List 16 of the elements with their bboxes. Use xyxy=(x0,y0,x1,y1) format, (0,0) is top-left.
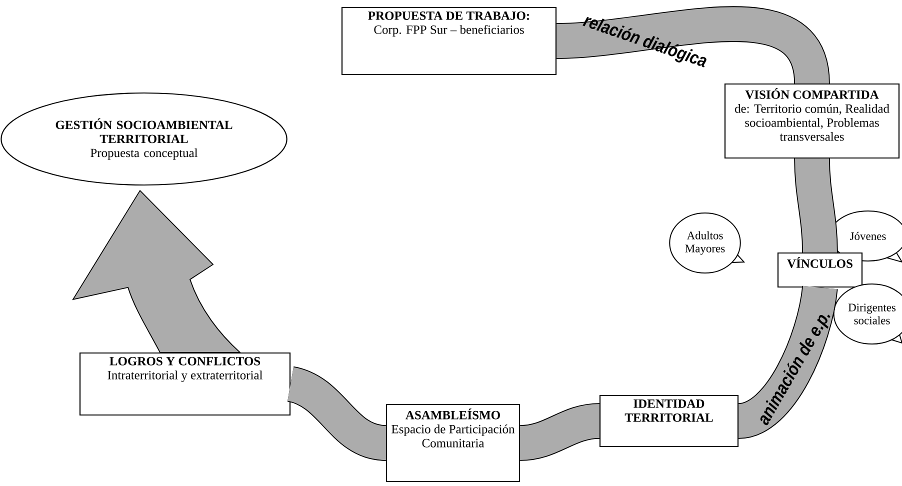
band-connector xyxy=(736,285,838,439)
process-box: PROPUESTA DE TRABAJO: Corp. FPP Sur – beneficiarios xyxy=(341,6,557,76)
node-label: Dirigentes sociales xyxy=(848,304,896,324)
process-box: ASAMBLEÍSMO Espacio de Participación Comunitaria xyxy=(386,404,520,482)
process-box: LOGROS Y CONFLICTOS Intraterritorial y extraterritorial xyxy=(79,352,291,416)
node-label: Jóvenes xyxy=(850,232,886,240)
process-box: IDENTIDAD TERRITORIAL xyxy=(599,394,739,448)
band-connector xyxy=(286,366,388,461)
block-arrow xyxy=(72,190,240,353)
process-box: VISIÓN COMPARTIDA de: Territorio común, Realidad socioambiental, Problemas transversales xyxy=(724,83,900,159)
band-connector xyxy=(794,158,838,253)
band-connector xyxy=(519,403,600,461)
band-connector xyxy=(556,6,830,86)
speech-bubble: Adultos Mayores xyxy=(669,212,746,274)
speech-bubble: Dirigentes sociales xyxy=(833,284,902,344)
process-box: VÍNCULOS xyxy=(777,252,863,288)
